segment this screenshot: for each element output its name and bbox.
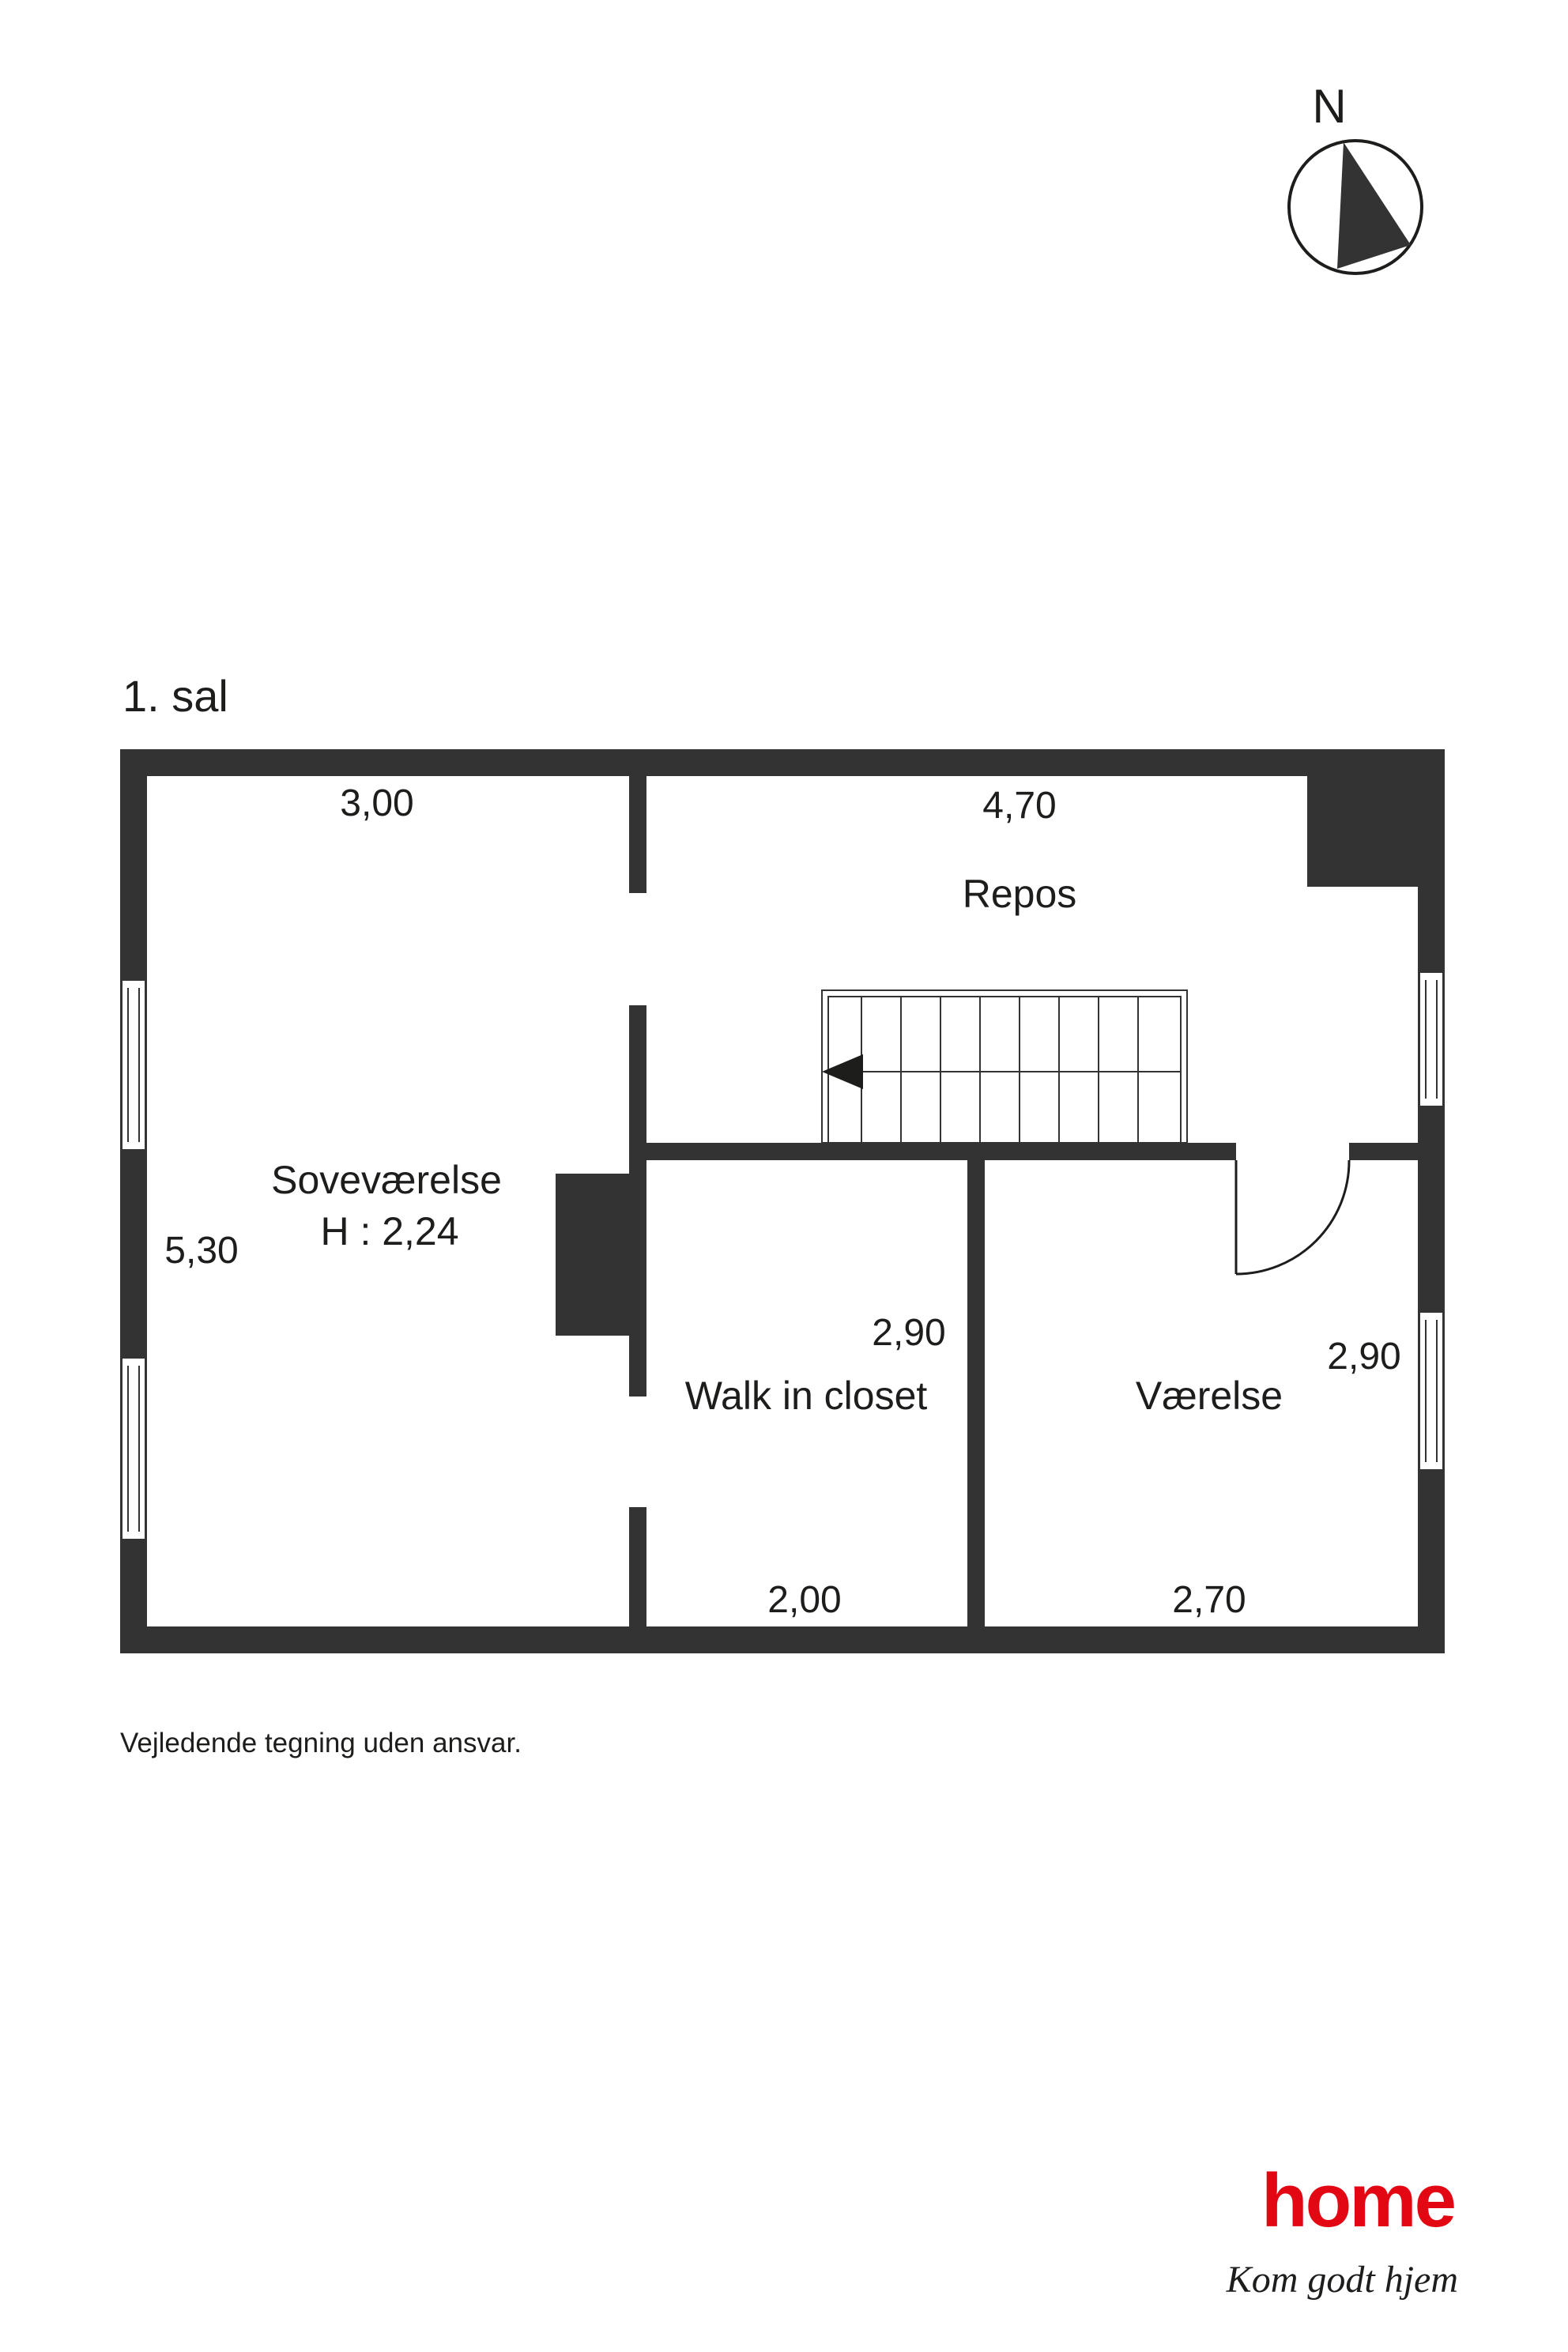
compass-north-label: N bbox=[1312, 80, 1346, 133]
disclaimer-text: Vejledende tegning uden ansvar. bbox=[120, 1728, 522, 1758]
wall-top bbox=[120, 749, 1445, 776]
window-left-lower bbox=[121, 1357, 146, 1540]
stair-direction-arrow-icon bbox=[822, 1054, 863, 1089]
window-left-upper bbox=[121, 979, 146, 1151]
vaerelse-name: Værelse bbox=[1136, 1374, 1283, 1418]
floor-title: 1. sal bbox=[122, 671, 228, 721]
walk-in-closet-length: 2,90 bbox=[872, 1312, 945, 1354]
chimney-bedroom bbox=[556, 1174, 646, 1336]
repos-width: 4,70 bbox=[982, 785, 1056, 827]
compass-needle-icon bbox=[1337, 142, 1411, 269]
vaerelse-length: 2,90 bbox=[1327, 1336, 1400, 1378]
walk-in-closet-name: Walk in closet bbox=[685, 1374, 928, 1418]
sovevaerelse-name: Soveværelse bbox=[271, 1158, 502, 1202]
wall-repos-lower-left bbox=[629, 1143, 1236, 1160]
home-logo: home Kom godt hjem bbox=[1226, 2158, 1458, 2301]
wall-closet-vaerelse bbox=[967, 1143, 985, 1642]
window-right-repos bbox=[1419, 971, 1444, 1107]
chimney-infill bbox=[1418, 869, 1445, 901]
wall-repos-lower-right bbox=[1349, 1143, 1431, 1160]
sovevaerelse-width: 3,00 bbox=[340, 782, 413, 824]
chimney-top-right bbox=[1307, 749, 1445, 887]
door-vaerelse bbox=[1234, 1159, 1351, 1276]
brand-name: home bbox=[1261, 2158, 1455, 2243]
wall-bottom bbox=[120, 1626, 1445, 1653]
sovevaerelse-length: 5,30 bbox=[164, 1230, 238, 1272]
walk-in-closet-width: 2,00 bbox=[767, 1579, 841, 1621]
repos-name: Repos bbox=[963, 872, 1077, 916]
wall-divider-upper bbox=[629, 763, 646, 893]
sovevaerelse-height: H : 2,24 bbox=[320, 1209, 458, 1253]
compass: N bbox=[1287, 80, 1423, 275]
wall-divider-lower bbox=[629, 1507, 646, 1642]
room-labels: 3,00 Soveværelse H : 2,24 5,30 4,70 Repo… bbox=[164, 782, 1400, 1621]
windows bbox=[121, 971, 1444, 1540]
brand-tagline: Kom godt hjem bbox=[1226, 2259, 1458, 2301]
interior-walls bbox=[556, 763, 1431, 1642]
staircase bbox=[821, 989, 1188, 1144]
vaerelse-width: 2,70 bbox=[1172, 1579, 1246, 1621]
window-right-vaerelse bbox=[1419, 1311, 1444, 1471]
